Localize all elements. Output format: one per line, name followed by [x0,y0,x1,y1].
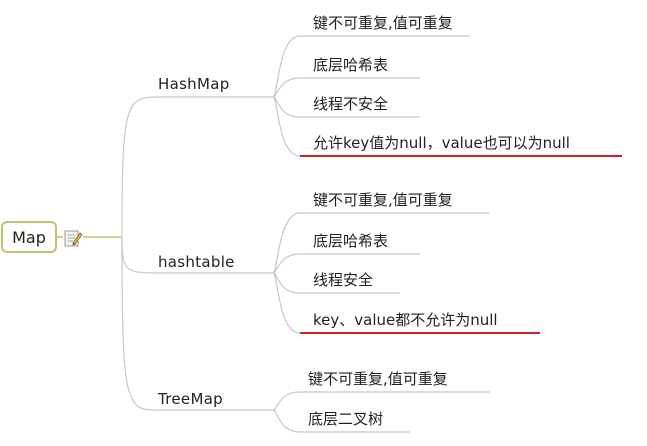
branch-hashtable[interactable]: hashtable [158,253,235,271]
branch-hashmap[interactable]: HashMap [158,75,230,93]
root-node[interactable]: Map [1,221,57,253]
hashtable-connector-3 [272,272,400,294]
treemap-child-2[interactable]: 底层二叉树 [308,410,384,428]
hashtable-child-3[interactable]: 线程安全 [313,271,374,289]
trunk-to-treemap [121,236,273,411]
hashmap-child-4[interactable]: 允许key值为null，value也可以为null [313,134,570,152]
branch-treemap[interactable]: TreeMap [158,390,224,408]
hashmap-connector-1 [272,35,470,98]
treemap-connector-2 [272,409,410,433]
hashtable-connector-1 [272,212,490,274]
hashmap-child-3[interactable]: 线程不安全 [313,95,389,113]
treemap-connector-1 [272,391,490,411]
hashtable-child-2[interactable]: 底层哈希表 [313,232,389,250]
trunk-to-hashmap [121,96,273,238]
root-label: Map [12,227,46,247]
hashmap-child-2[interactable]: 底层哈希表 [313,56,389,74]
hashmap-connector-2 [272,77,420,98]
hashmap-connector-4 [272,96,301,157]
hashtable-child-4[interactable]: key、value都不允许为null [313,311,498,329]
hashmap-connector-3 [272,96,420,118]
hashtable-child-1[interactable]: 键不可重复,值可重复 [313,191,453,209]
hashtable-connector-2 [272,253,420,274]
hashmap-child-1[interactable]: 键不可重复,值可重复 [313,14,453,32]
treemap-child-1[interactable]: 键不可重复,值可重复 [308,370,448,388]
hashtable-connector-4 [272,272,301,334]
note-pencil-icon[interactable] [63,228,83,248]
